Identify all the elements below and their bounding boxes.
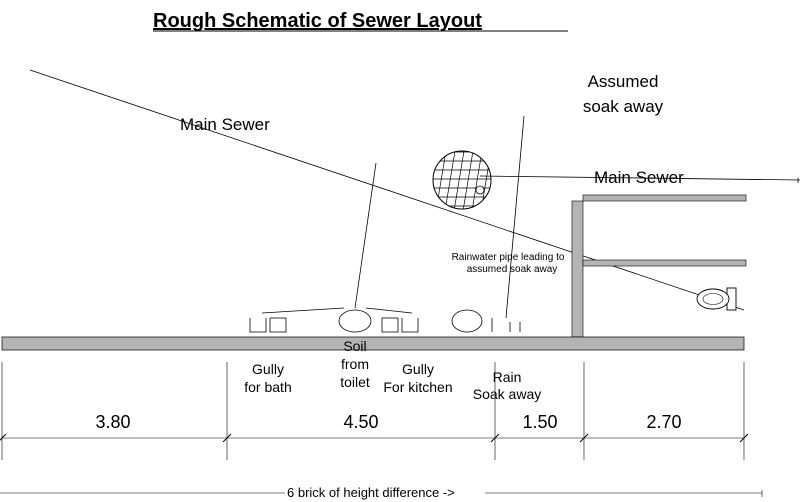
- dimension-value-4: 2.70: [646, 412, 681, 432]
- soil-label-3: toilet: [340, 374, 370, 390]
- toilet-icon: [696, 287, 737, 311]
- rain-label-2: Soak away: [473, 386, 541, 402]
- dimension-value-1: 3.80: [95, 412, 130, 432]
- dimension-extension-lines: [1, 362, 745, 460]
- soil-branch-pipe: [354, 162, 377, 309]
- kitchen-gully-trap: [451, 309, 483, 333]
- manhole-hatched-circle: [432, 150, 492, 210]
- middle-floor-slab: [582, 259, 747, 267]
- soil-junction: [261, 307, 413, 333]
- height-note-background: [285, 483, 485, 499]
- upper-floor-slab: [582, 194, 747, 202]
- assumed-soak-away-label-2: soak away: [583, 97, 664, 116]
- soil-label-1: Soil: [343, 338, 366, 354]
- dimension-value-3: 1.50: [522, 412, 557, 432]
- main-sewer-label-right: Main Sewer: [594, 168, 684, 187]
- dimension-ticks: [0, 433, 749, 443]
- gully-bath-label-1: Gully: [252, 361, 284, 377]
- gully-kitchen-label-2: For kitchen: [383, 379, 452, 395]
- diagram-title: Rough Schematic of Sewer Layout: [153, 10, 482, 32]
- rainwater-pipe-label-1: Rainwater pipe leading to: [452, 252, 565, 263]
- gully-bath-label-2: for bath: [244, 379, 291, 395]
- main-sewer-line-right: [479, 175, 800, 181]
- building-wall-vertical: [571, 200, 584, 338]
- rain-label-1: Rain: [493, 369, 522, 385]
- soil-label-2: from: [341, 356, 369, 372]
- main-sewer-label-left: Main Sewer: [180, 115, 270, 134]
- gully-kitchen-symbol: [381, 317, 419, 333]
- gully-bath-symbol: [249, 317, 287, 333]
- height-difference-note: 6 brick of height difference ->: [287, 485, 455, 500]
- rain-soak-away-symbol: [491, 318, 521, 332]
- dimension-value-2: 4.50: [343, 412, 378, 432]
- assumed-soak-away-label-1: Assumed: [588, 72, 659, 91]
- gully-kitchen-label-1: Gully: [402, 361, 434, 377]
- main-sewer-line: [29, 69, 745, 311]
- rain-pipe: [505, 115, 525, 319]
- rainwater-pipe-label-2: assumed soak away: [467, 264, 558, 275]
- ground-slab: [1, 336, 745, 351]
